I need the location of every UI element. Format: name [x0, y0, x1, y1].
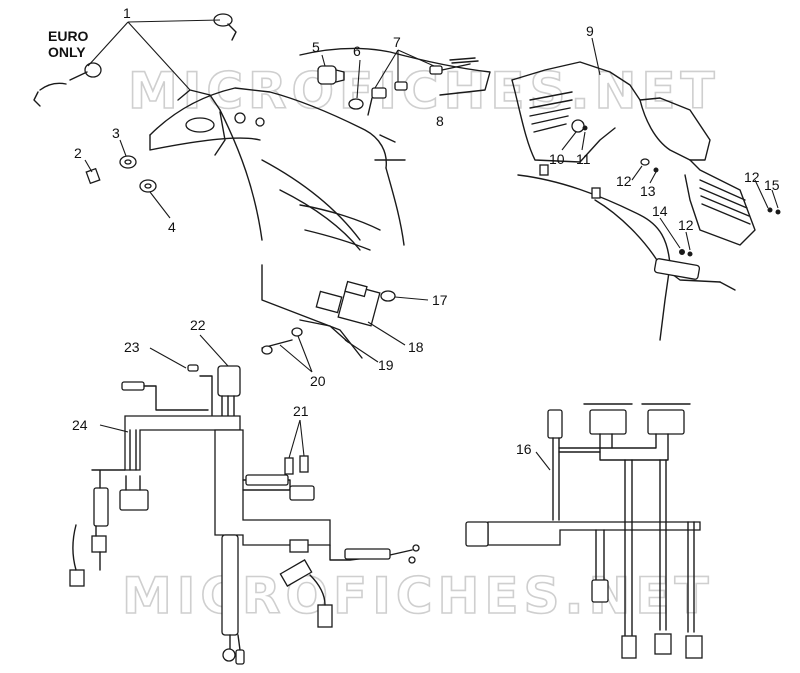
- main-wiring-harness: [69, 364, 420, 665]
- callout-16: 16: [516, 441, 532, 457]
- regulator-bracket: [261, 264, 396, 359]
- leader-lines: [84, 19, 779, 471]
- secondary-wiring-harness: [465, 403, 703, 659]
- callout-4: 4: [168, 219, 176, 235]
- callout-11: 11: [576, 151, 591, 167]
- callout-12-b: 12: [744, 169, 760, 185]
- callout-8: 8: [436, 113, 444, 129]
- callout-24: 24: [72, 417, 88, 433]
- euro-only-note-line-2: ONLY: [48, 44, 86, 60]
- callout-18: 18: [408, 339, 424, 355]
- callout-13: 13: [640, 183, 656, 199]
- euro-only-note-line-1: EURO: [48, 28, 89, 44]
- callout-21: 21: [293, 403, 309, 419]
- callout-9: 9: [586, 23, 594, 39]
- callout-22: 22: [190, 317, 206, 333]
- callout-15: 15: [764, 177, 780, 193]
- callout-20: 20: [310, 373, 326, 389]
- callout-labels: EURO ONLY 1 2 3 4 5 6 7 8 9 10 11 12 13 …: [48, 5, 780, 457]
- connector-lead: [299, 47, 491, 116]
- rear-fender-assembly: [511, 61, 781, 341]
- callout-12-a: 12: [616, 173, 632, 189]
- callout-2: 2: [74, 145, 82, 161]
- callout-7: 7: [393, 34, 401, 50]
- callout-1: 1: [123, 5, 131, 21]
- callout-17: 17: [432, 292, 448, 308]
- callout-5: 5: [312, 39, 320, 55]
- callout-19: 19: [378, 357, 394, 373]
- callout-14: 14: [652, 203, 668, 219]
- switch-hardware: [85, 155, 157, 193]
- watermark-top: MICROFICHES.NET: [128, 62, 720, 120]
- key-switch-group: [33, 13, 237, 107]
- callout-12-c: 12: [678, 217, 694, 233]
- callout-10: 10: [549, 151, 565, 167]
- callout-6: 6: [353, 43, 361, 59]
- callout-3: 3: [112, 125, 120, 141]
- watermark-bottom: MICROFICHES.NET: [122, 567, 714, 625]
- front-fender-assembly: [149, 87, 406, 251]
- callout-23: 23: [124, 339, 140, 355]
- indicator-light: [317, 65, 364, 110]
